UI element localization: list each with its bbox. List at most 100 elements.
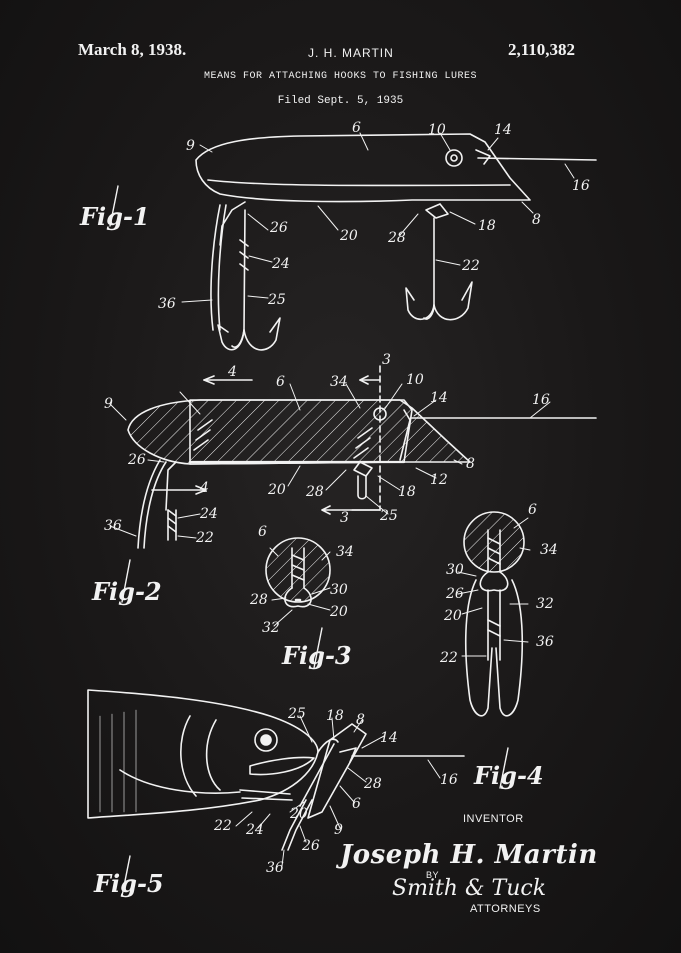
fig4-leaders [457, 517, 531, 657]
fig1-hook-right-b [433, 281, 473, 321]
fig2-wire-36b [143, 461, 167, 549]
fig4-rod [487, 529, 501, 573]
fig2-wrap-24 [167, 509, 177, 533]
fig2-ref-26: 26 [127, 452, 146, 468]
fig4-ref-6: 6 [528, 502, 537, 518]
fig2-ref-36: 36 [104, 518, 122, 534]
fig5-gill-inner [205, 719, 221, 791]
fig1-ref-9: 9 [186, 138, 195, 154]
fig2-ref-22: 22 [195, 530, 214, 546]
fig2-knot-18 [353, 461, 373, 477]
fig5-leaders [235, 715, 441, 867]
fig4-wrap-34 [487, 537, 501, 565]
fig1-wire-36b [217, 204, 227, 331]
fig5-tie-14 [339, 747, 357, 763]
fig1-drawing [195, 133, 597, 351]
fig2-arrow-4-bottom [195, 485, 207, 495]
fig4-lure-right [495, 579, 524, 717]
patent-title: MEANS FOR ATTACHING HOOKS TO FISHING LUR… [203, 71, 478, 82]
fig2-ref-4: 4 [199, 480, 209, 496]
fig1-hook-right-c [423, 304, 435, 320]
fig1-eyelet-inner [450, 154, 458, 162]
fig5-ref-28: 28 [363, 776, 382, 792]
fig1-eyelet-10 [445, 149, 463, 167]
fig3-ref-32: 32 [262, 620, 280, 636]
fig2-ref-28: 28 [305, 484, 324, 500]
fig2-ref-14: 14 [430, 390, 448, 406]
fig4-drawing [463, 511, 525, 717]
fig1-leaders [181, 132, 575, 303]
fig5-wire-36a [281, 799, 307, 851]
fig2-hook-shank-left [165, 461, 177, 511]
fig5-ref-36: 36 [266, 860, 284, 876]
fig4-ref-32: 32 [536, 596, 554, 612]
fig2-ref-20: 20 [267, 482, 286, 498]
fig1-ref-24: 24 [271, 256, 290, 272]
fig5-ref-14: 14 [380, 730, 398, 746]
fig1-line-16 [477, 157, 597, 161]
fig1-ref-6: 6 [352, 120, 361, 136]
fig1-hook-right-a [405, 287, 435, 320]
fig5-hook-25 [317, 738, 339, 753]
fig5-fish-body [87, 689, 319, 819]
fig5-ref-9: 9 [334, 822, 343, 838]
fig4-hook-22 [487, 589, 501, 661]
fig1-ref-16: 16 [572, 178, 590, 194]
fig4-caption: Fig-4 [473, 761, 544, 790]
fig2-body-core [189, 399, 413, 465]
fig3-leaders [269, 547, 331, 627]
fig2-wrap-34-right [353, 427, 373, 459]
fig1-ref-36: 36 [158, 296, 176, 312]
fig2-leaders [109, 383, 551, 539]
fig5-wire-36b [287, 799, 313, 851]
fig2-ref-9: 9 [104, 396, 113, 412]
fig4-body-section [463, 511, 525, 573]
fig1-ref-18: 18 [478, 218, 496, 234]
fig1-tie-14 [475, 149, 491, 165]
fig2-ref-10: 10 [406, 372, 424, 388]
fig4-lure-left [464, 579, 493, 717]
fig5-lure-9 [307, 723, 367, 819]
fig4-ref-34: 34 [540, 542, 558, 558]
fig1-ref-14: 14 [494, 122, 512, 138]
fig3-ref-6: 6 [258, 524, 267, 540]
fig2-hook-25 [357, 475, 367, 500]
fig2-ref-4: 4 [227, 364, 237, 380]
fig2-ref-34: 34 [330, 374, 348, 390]
attorneys-label: ATTORNEYS [470, 903, 541, 915]
fig4-ref-36: 36 [536, 634, 554, 650]
inventor-label: INVENTOR [463, 813, 524, 825]
fig3-wrap-34 [291, 554, 305, 581]
fig2-ref-18: 18 [398, 484, 416, 500]
fig5-gill-outer [180, 715, 197, 797]
fig5-ref-18: 18 [326, 708, 344, 724]
fig2-arrow-3-top [359, 375, 369, 385]
inventor-name-header: J. H. MARTIN [308, 46, 394, 60]
fig1-body-line [207, 179, 511, 187]
fig2-arrow-4-top [203, 375, 215, 385]
fig2-ref-3: 3 [382, 352, 391, 368]
fig5-ref-8: 8 [356, 712, 365, 728]
fig5-ref-6: 6 [352, 796, 361, 812]
fig2-arrow-3-bottom [321, 505, 381, 515]
fig1-wire-36a [210, 204, 221, 331]
fig4-ref-20: 20 [443, 608, 462, 624]
fig2-ref-24: 24 [199, 506, 218, 522]
fig2-ref-16: 16 [532, 392, 550, 408]
fig2-ref-6: 6 [276, 374, 285, 390]
fig1-ref-20: 20 [339, 228, 358, 244]
attorney-signature: Smith & Tuck [392, 876, 547, 901]
fig1-wrap-24 [239, 239, 249, 271]
fig2-hook-22 [167, 509, 177, 541]
fig3-drawing [265, 537, 331, 608]
fig5-eye-inner [260, 734, 272, 746]
fig1-ref-8: 8 [532, 212, 541, 228]
fig5-ref-24: 24 [245, 822, 264, 838]
fig2-wrap-34-left [193, 419, 213, 451]
fig3-ref-28: 28 [249, 592, 268, 608]
fig5-ref-26: 26 [301, 838, 320, 854]
fig2-wire-front [399, 409, 411, 461]
